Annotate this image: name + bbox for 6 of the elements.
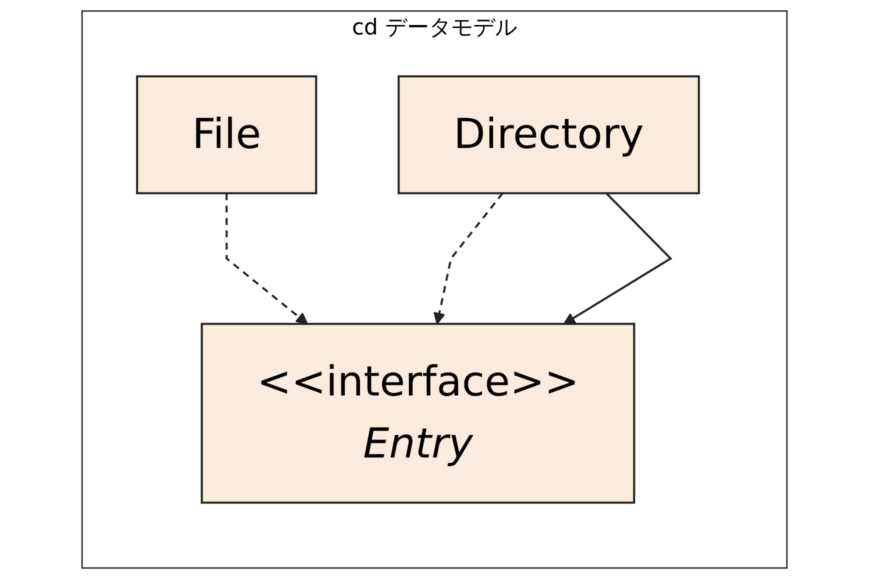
node-box <box>398 75 700 194</box>
arrow <box>226 193 308 324</box>
arrow <box>563 192 672 324</box>
node-box <box>200 322 636 504</box>
node-box <box>136 75 318 194</box>
arrow <box>433 192 504 324</box>
